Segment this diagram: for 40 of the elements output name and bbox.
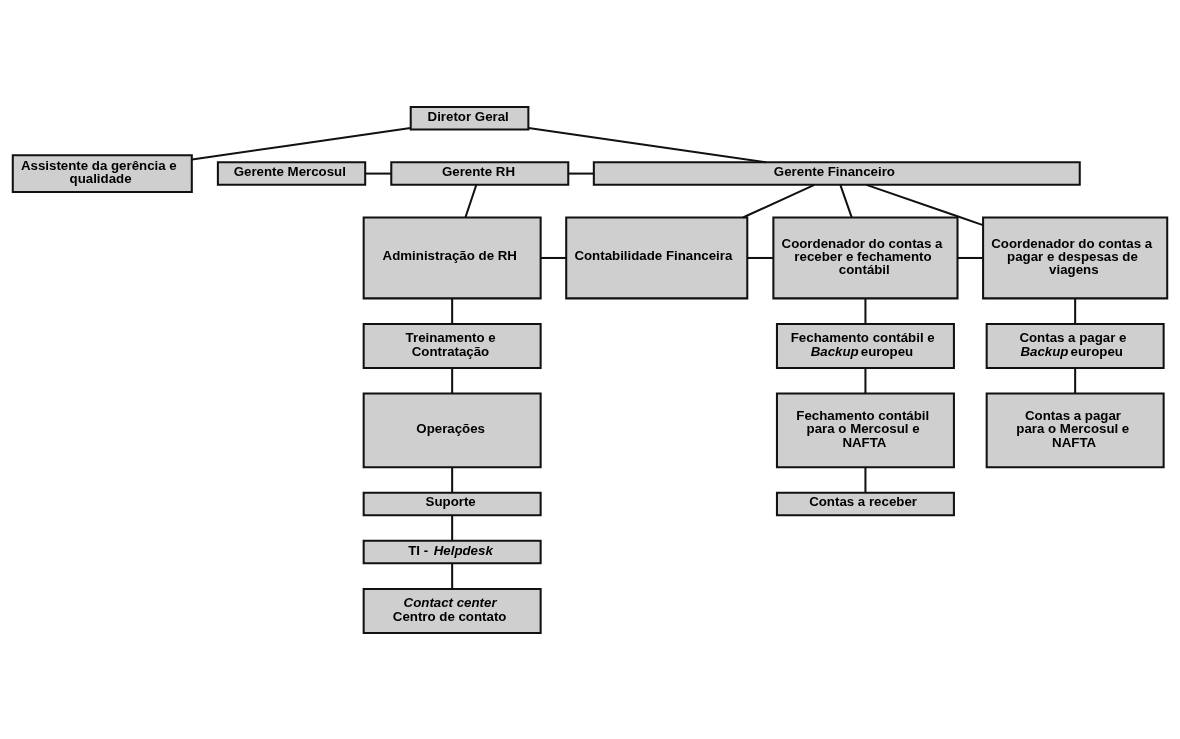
node-box: Coordenador do contas a receber e fechamento contábil xyxy=(772,216,959,299)
connector xyxy=(866,183,984,226)
node-box: Fechamento contábil e Backup europeu xyxy=(775,322,955,369)
node-box: Gerente Mercosul xyxy=(216,160,367,186)
connector xyxy=(568,172,594,175)
node-box: Treinamento e Contratação xyxy=(362,322,542,369)
node-box: Contact center Centro de contato xyxy=(362,587,542,634)
node-box: TI - Helpdesk xyxy=(362,539,542,564)
connector xyxy=(451,563,454,589)
connector xyxy=(1074,297,1077,324)
node-box: Contas a receber xyxy=(775,491,955,516)
connector xyxy=(747,256,773,259)
node-box: Contas a pagar para o Mercosul e NAFTA xyxy=(985,392,1165,468)
node-box: Operações xyxy=(362,392,542,468)
node-box: Suporte xyxy=(362,491,542,516)
node-box: Administração de RH xyxy=(362,216,542,299)
node-box: Gerente RH xyxy=(390,160,570,186)
connector xyxy=(451,297,454,324)
connector xyxy=(742,183,815,218)
connector xyxy=(540,256,567,259)
node-box: Assistente da gerência e qualidade xyxy=(11,153,193,193)
connector xyxy=(191,126,411,161)
connector xyxy=(864,297,867,324)
node-box: Gerente Financeiro xyxy=(592,160,1081,186)
connector xyxy=(839,184,853,218)
connector xyxy=(864,367,867,393)
connector xyxy=(957,256,983,259)
node-box: Coordenador do contas a pagar e despesas de viagens xyxy=(982,216,1169,299)
node-box: Contabilidade Financeira xyxy=(565,216,749,299)
connector xyxy=(365,172,391,175)
connector xyxy=(528,126,767,163)
connector xyxy=(864,467,867,493)
connector xyxy=(464,184,478,218)
connector xyxy=(451,367,454,393)
node-box: Fechamento contábil para o Mercosul e NAFTA xyxy=(775,392,955,468)
connector xyxy=(451,515,454,541)
connector xyxy=(451,467,454,493)
node-box: Diretor Geral xyxy=(409,105,530,131)
node-box: Contas a pagar e Backup europeu xyxy=(985,322,1165,369)
connector xyxy=(1074,367,1077,393)
